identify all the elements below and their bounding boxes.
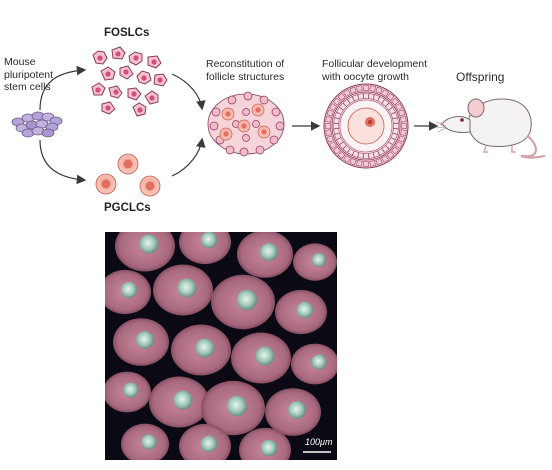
oocyte <box>200 232 218 249</box>
granulosa-cell <box>329 103 337 111</box>
granulosa-cell <box>400 116 407 123</box>
label-reconstitution: Reconstitution of follicle structures <box>206 58 285 83</box>
oocyte <box>139 234 159 254</box>
granulosa-cell <box>325 116 332 123</box>
oocyte <box>177 278 197 298</box>
granulosa-cell <box>325 129 332 136</box>
oocyte <box>311 354 327 370</box>
oocyte <box>195 338 215 358</box>
arrow-foslcs-to-reconstitution <box>171 73 206 111</box>
granulosa-cell <box>398 109 406 117</box>
granulosa-cell <box>343 155 351 163</box>
oocyte <box>260 243 278 261</box>
label-follicular: Follicular development with oocyte growt… <box>322 58 428 83</box>
stem-cell-cluster <box>11 111 63 138</box>
granulosa-cell <box>386 93 395 101</box>
oocyte <box>123 382 139 398</box>
diagram-svg <box>11 46 546 197</box>
granulosa-cell <box>363 85 369 91</box>
oocyte <box>226 395 248 417</box>
granulosa-cell <box>395 141 403 149</box>
oocyte <box>288 401 306 419</box>
granulosa-cell <box>395 103 403 111</box>
granulosa-cell <box>349 158 357 166</box>
oocyte <box>173 390 193 410</box>
granulosa-cell <box>375 86 383 94</box>
oocyte <box>136 331 154 349</box>
oocyte <box>255 346 275 366</box>
micrograph-image: 100μm <box>105 232 337 460</box>
oocyte <box>141 434 157 450</box>
oocyte <box>260 439 278 457</box>
granulosa-cell <box>326 135 334 143</box>
reconstituted-aggregate <box>207 91 285 157</box>
follicle <box>323 83 409 169</box>
granulosa-cell <box>369 160 376 167</box>
arrow-pgclcs-to-reconstitution <box>171 137 206 177</box>
granulosa-cell <box>381 89 389 97</box>
granulosa-cell <box>391 146 399 155</box>
arrow-to-foslcs <box>39 65 87 111</box>
oocyte <box>311 252 327 268</box>
granulosa-cell <box>337 151 346 159</box>
granulosa-cell <box>401 123 407 129</box>
granulosa-cell <box>400 129 407 136</box>
granulosa-cell <box>326 109 334 117</box>
granulosa-cell <box>381 155 389 163</box>
label-foslcs: FOSLCs <box>104 27 150 39</box>
label-offspring: Offspring <box>456 70 505 84</box>
granulosa-cell <box>333 146 341 155</box>
oocyte <box>120 281 138 299</box>
micrograph-svg <box>105 232 337 460</box>
label-pgclcs: PGCLCs <box>104 202 151 214</box>
granulosa-cell <box>375 158 383 166</box>
oocyte <box>296 301 314 319</box>
granulosa-cell <box>363 161 369 167</box>
label-stem-cells: Mouse pluripotent stem cells <box>4 56 54 93</box>
follicle-granulosa-cells <box>325 85 407 167</box>
granulosa-cell <box>369 85 376 92</box>
follicle-clump <box>179 232 231 265</box>
granulosa-cell <box>337 93 346 101</box>
granulosa-cell <box>386 151 395 159</box>
granulosa-cell <box>325 123 331 129</box>
scale-bar-label: 100μm <box>305 437 333 447</box>
granulosa-cell <box>329 141 337 149</box>
granulosa-cell <box>398 135 406 143</box>
pgclc-cells <box>95 153 161 197</box>
oocyte <box>236 289 258 311</box>
granulosa-cell <box>356 85 363 92</box>
arrow-to-pgclcs <box>39 139 87 185</box>
granulosa-cell <box>343 89 351 97</box>
granulosa-cell <box>392 117 399 124</box>
granulosa-cell <box>391 97 399 106</box>
granulosa-cell <box>349 86 357 94</box>
granulosa-cell <box>356 160 363 167</box>
foslc-cells <box>91 46 168 117</box>
oocyte <box>200 435 218 453</box>
granulosa-cell <box>333 97 341 106</box>
mouse-icon <box>435 98 546 159</box>
